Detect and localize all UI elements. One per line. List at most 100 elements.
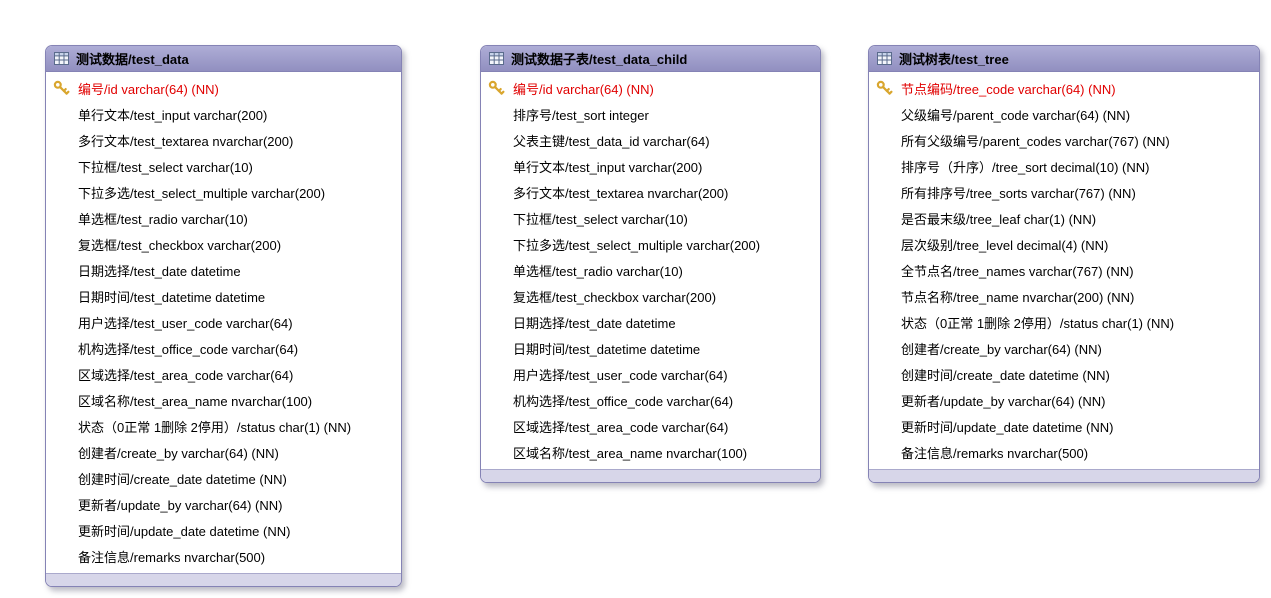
field-label: 日期时间/test_datetime datetime: [513, 341, 701, 357]
field-row-primary-key: 编号/id varchar(64) (NN): [487, 75, 814, 101]
field-row: 父表主键/test_data_id varchar(64): [487, 127, 814, 153]
field-gutter: [52, 235, 76, 253]
field-row: 排序号/test_sort integer: [487, 101, 814, 127]
field-label: 单行文本/test_input varchar(200): [78, 107, 268, 123]
field-label: 层次级别/tree_level decimal(4) (NN): [901, 237, 1109, 253]
field-row: 所有排序号/tree_sorts varchar(767) (NN): [875, 179, 1253, 205]
field-gutter: [487, 313, 511, 331]
field-gutter: [52, 287, 76, 305]
field-label: 编号/id varchar(64) (NN): [78, 81, 219, 97]
field-label: 备注信息/remarks nvarchar(500): [901, 445, 1089, 461]
field-label: 更新时间/update_date datetime (NN): [78, 523, 291, 539]
field-row: 备注信息/remarks nvarchar(500): [875, 439, 1253, 465]
field-gutter: [52, 183, 76, 201]
field-gutter: [52, 547, 76, 565]
field-label: 父表主键/test_data_id varchar(64): [513, 133, 710, 149]
field-row: 下拉多选/test_select_multiple varchar(200): [487, 231, 814, 257]
field-label: 单选框/test_radio varchar(10): [78, 211, 248, 227]
field-label: 区域选择/test_area_code varchar(64): [513, 419, 729, 435]
field-gutter: [875, 131, 899, 149]
field-gutter: [875, 391, 899, 409]
field-gutter: [487, 131, 511, 149]
table-footer: [869, 469, 1259, 482]
field-label: 日期选择/test_date datetime: [78, 263, 241, 279]
field-label: 日期时间/test_datetime datetime: [78, 289, 266, 305]
field-label: 节点名称/tree_name nvarchar(200) (NN): [901, 289, 1135, 305]
field-row: 用户选择/test_user_code varchar(64): [52, 309, 395, 335]
field-gutter: [52, 105, 76, 123]
field-row: 更新者/update_by varchar(64) (NN): [875, 387, 1253, 413]
field-label: 机构选择/test_office_code varchar(64): [513, 393, 734, 409]
table-title: 测试树表/test_tree: [899, 52, 1009, 67]
field-row: 机构选择/test_office_code varchar(64): [487, 387, 814, 413]
table-icon: [877, 52, 892, 65]
field-gutter: [487, 391, 511, 409]
field-row: 区域选择/test_area_code varchar(64): [487, 413, 814, 439]
table-card-test_data[interactable]: 测试数据/test_data 编号/id varchar(64) (NN): [45, 45, 402, 587]
field-gutter: [875, 443, 899, 461]
field-gutter: [875, 79, 899, 97]
field-gutter: [52, 339, 76, 357]
field-gutter: [875, 417, 899, 435]
table-card-test_data_child[interactable]: 测试数据子表/test_data_child 编号/id varchar(64)…: [480, 45, 821, 483]
field-gutter: [875, 313, 899, 331]
field-label: 多行文本/test_textarea nvarchar(200): [513, 185, 729, 201]
field-label: 更新者/update_by varchar(64) (NN): [78, 497, 283, 513]
field-row: 日期时间/test_datetime datetime: [52, 283, 395, 309]
field-label: 下拉框/test_select varchar(10): [513, 211, 688, 227]
field-label: 所有父级编号/parent_codes varchar(767) (NN): [901, 133, 1170, 149]
field-row: 所有父级编号/parent_codes varchar(767) (NN): [875, 127, 1253, 153]
field-gutter: [52, 495, 76, 513]
field-gutter: [52, 391, 76, 409]
field-gutter: [487, 105, 511, 123]
field-row: 创建时间/create_date datetime (NN): [52, 465, 395, 491]
field-gutter: [875, 365, 899, 383]
field-row: 状态（0正常 1删除 2停用）/status char(1) (NN): [875, 309, 1253, 335]
table-card-test_tree[interactable]: 测试树表/test_tree 节点编码/tree_code varchar(64…: [868, 45, 1260, 483]
field-row: 单行文本/test_input varchar(200): [487, 153, 814, 179]
field-label: 下拉多选/test_select_multiple varchar(200): [78, 185, 326, 201]
table-icon: [54, 52, 69, 65]
field-label: 区域名称/test_area_name nvarchar(100): [513, 445, 748, 461]
field-gutter: [52, 521, 76, 539]
table-header: 测试树表/test_tree: [869, 46, 1259, 72]
field-label: 创建者/create_by varchar(64) (NN): [78, 445, 279, 461]
field-gutter: [52, 209, 76, 227]
field-label: 父级编号/parent_code varchar(64) (NN): [901, 107, 1131, 123]
field-label: 复选框/test_checkbox varchar(200): [78, 237, 282, 253]
field-row: 下拉多选/test_select_multiple varchar(200): [52, 179, 395, 205]
table-title: 测试数据子表/test_data_child: [511, 52, 688, 67]
field-row: 日期选择/test_date datetime: [487, 309, 814, 335]
table-footer: [481, 469, 820, 482]
field-row: 备注信息/remarks nvarchar(500): [52, 543, 395, 569]
field-label: 排序号（升序）/tree_sort decimal(10) (NN): [901, 159, 1150, 175]
field-label: 创建时间/create_date datetime (NN): [78, 471, 287, 487]
field-gutter: [52, 79, 76, 97]
field-gutter: [487, 339, 511, 357]
field-gutter: [487, 417, 511, 435]
field-label: 用户选择/test_user_code varchar(64): [513, 367, 728, 383]
field-row: 单选框/test_radio varchar(10): [52, 205, 395, 231]
field-gutter: [52, 157, 76, 175]
field-gutter: [875, 209, 899, 227]
field-gutter: [52, 365, 76, 383]
field-gutter: [487, 209, 511, 227]
field-label: 单行文本/test_input varchar(200): [513, 159, 703, 175]
field-row: 全节点名/tree_names varchar(767) (NN): [875, 257, 1253, 283]
table-title: 测试数据/test_data: [76, 52, 189, 67]
field-label: 机构选择/test_office_code varchar(64): [78, 341, 299, 357]
field-gutter: [487, 157, 511, 175]
field-gutter: [52, 131, 76, 149]
field-list: 节点编码/tree_code varchar(64) (NN) 父级编号/par…: [869, 72, 1259, 469]
field-row-primary-key: 节点编码/tree_code varchar(64) (NN): [875, 75, 1253, 101]
field-gutter: [875, 261, 899, 279]
field-row: 多行文本/test_textarea nvarchar(200): [487, 179, 814, 205]
field-label: 状态（0正常 1删除 2停用）/status char(1) (NN): [78, 419, 352, 435]
field-row: 节点名称/tree_name nvarchar(200) (NN): [875, 283, 1253, 309]
field-gutter: [487, 183, 511, 201]
field-label: 备注信息/remarks nvarchar(500): [78, 549, 266, 565]
field-label: 区域名称/test_area_name nvarchar(100): [78, 393, 313, 409]
field-gutter: [52, 261, 76, 279]
field-row: 单行文本/test_input varchar(200): [52, 101, 395, 127]
